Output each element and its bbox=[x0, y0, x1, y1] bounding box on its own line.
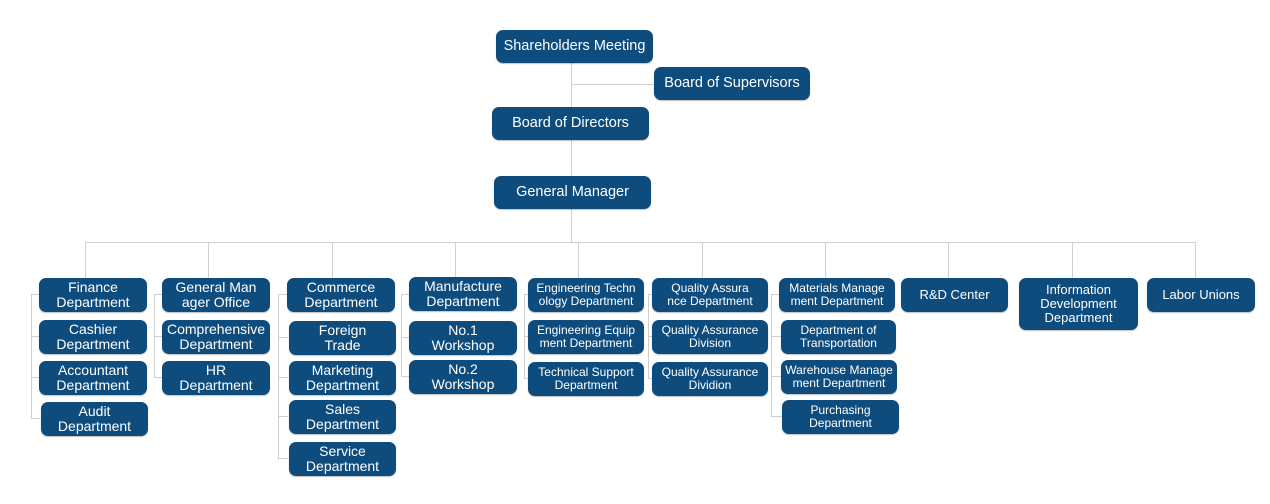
purchasing-department-box: Purchasing Department bbox=[782, 400, 899, 434]
engineering-equipment-department-box: Engineering Equip ment Department bbox=[528, 320, 644, 354]
no1-workshop-box: No.1 Workshop bbox=[409, 321, 517, 355]
labor-unions-box: Labor Unions bbox=[1147, 278, 1255, 312]
general-manager-office-box: General Man ager Office bbox=[162, 278, 270, 312]
quality-assurance-dividion-box: Quality Assurance Dividion bbox=[652, 362, 768, 396]
information-development-department-box: Information Development Department bbox=[1019, 278, 1138, 330]
sales-department-box: Sales Department bbox=[289, 400, 396, 434]
no2-workshop-box: No.2 Workshop bbox=[409, 360, 517, 394]
technical-support-department-box: Technical Support Department bbox=[528, 362, 644, 396]
board-of-supervisors-box: Board of Supervisors bbox=[654, 67, 810, 100]
commerce-department-box: Commerce Department bbox=[287, 278, 395, 312]
warehouse-management-department-box: Warehouse Manage ment Department bbox=[781, 360, 897, 394]
shareholders-meeting-box: Shareholders Meeting bbox=[496, 30, 653, 63]
quality-assurance-division-box: Quality Assurance Division bbox=[652, 320, 768, 354]
department-of-transportation-box: Department of Transportation bbox=[781, 320, 896, 354]
hr-department-box: HR Department bbox=[162, 361, 270, 395]
quality-assurance-department-box: Quality Assura nce Department bbox=[652, 278, 768, 312]
materials-management-department-box: Materials Manage ment Department bbox=[779, 278, 895, 312]
general-manager-box: General Manager bbox=[494, 176, 651, 209]
accountant-department-box: Accountant Department bbox=[39, 361, 147, 395]
marketing-department-box: Marketing Department bbox=[289, 361, 396, 395]
foreign-trade-box: Foreign Trade bbox=[289, 321, 396, 355]
audit-department-box: Audit Department bbox=[41, 402, 148, 436]
board-of-directors-box: Board of Directors bbox=[492, 107, 649, 140]
cashier-department-box: Cashier Department bbox=[39, 320, 147, 354]
comprehensive-department-box: Comprehensive Department bbox=[162, 320, 270, 354]
service-department-box: Service Department bbox=[289, 442, 396, 476]
manufacture-department-box: Manufacture Department bbox=[409, 277, 517, 311]
rd-center-box: R&D Center bbox=[901, 278, 1008, 312]
finance-department-box: Finance Department bbox=[39, 278, 147, 312]
engineering-technology-department-box: Engineering Techn ology Department bbox=[528, 278, 644, 312]
